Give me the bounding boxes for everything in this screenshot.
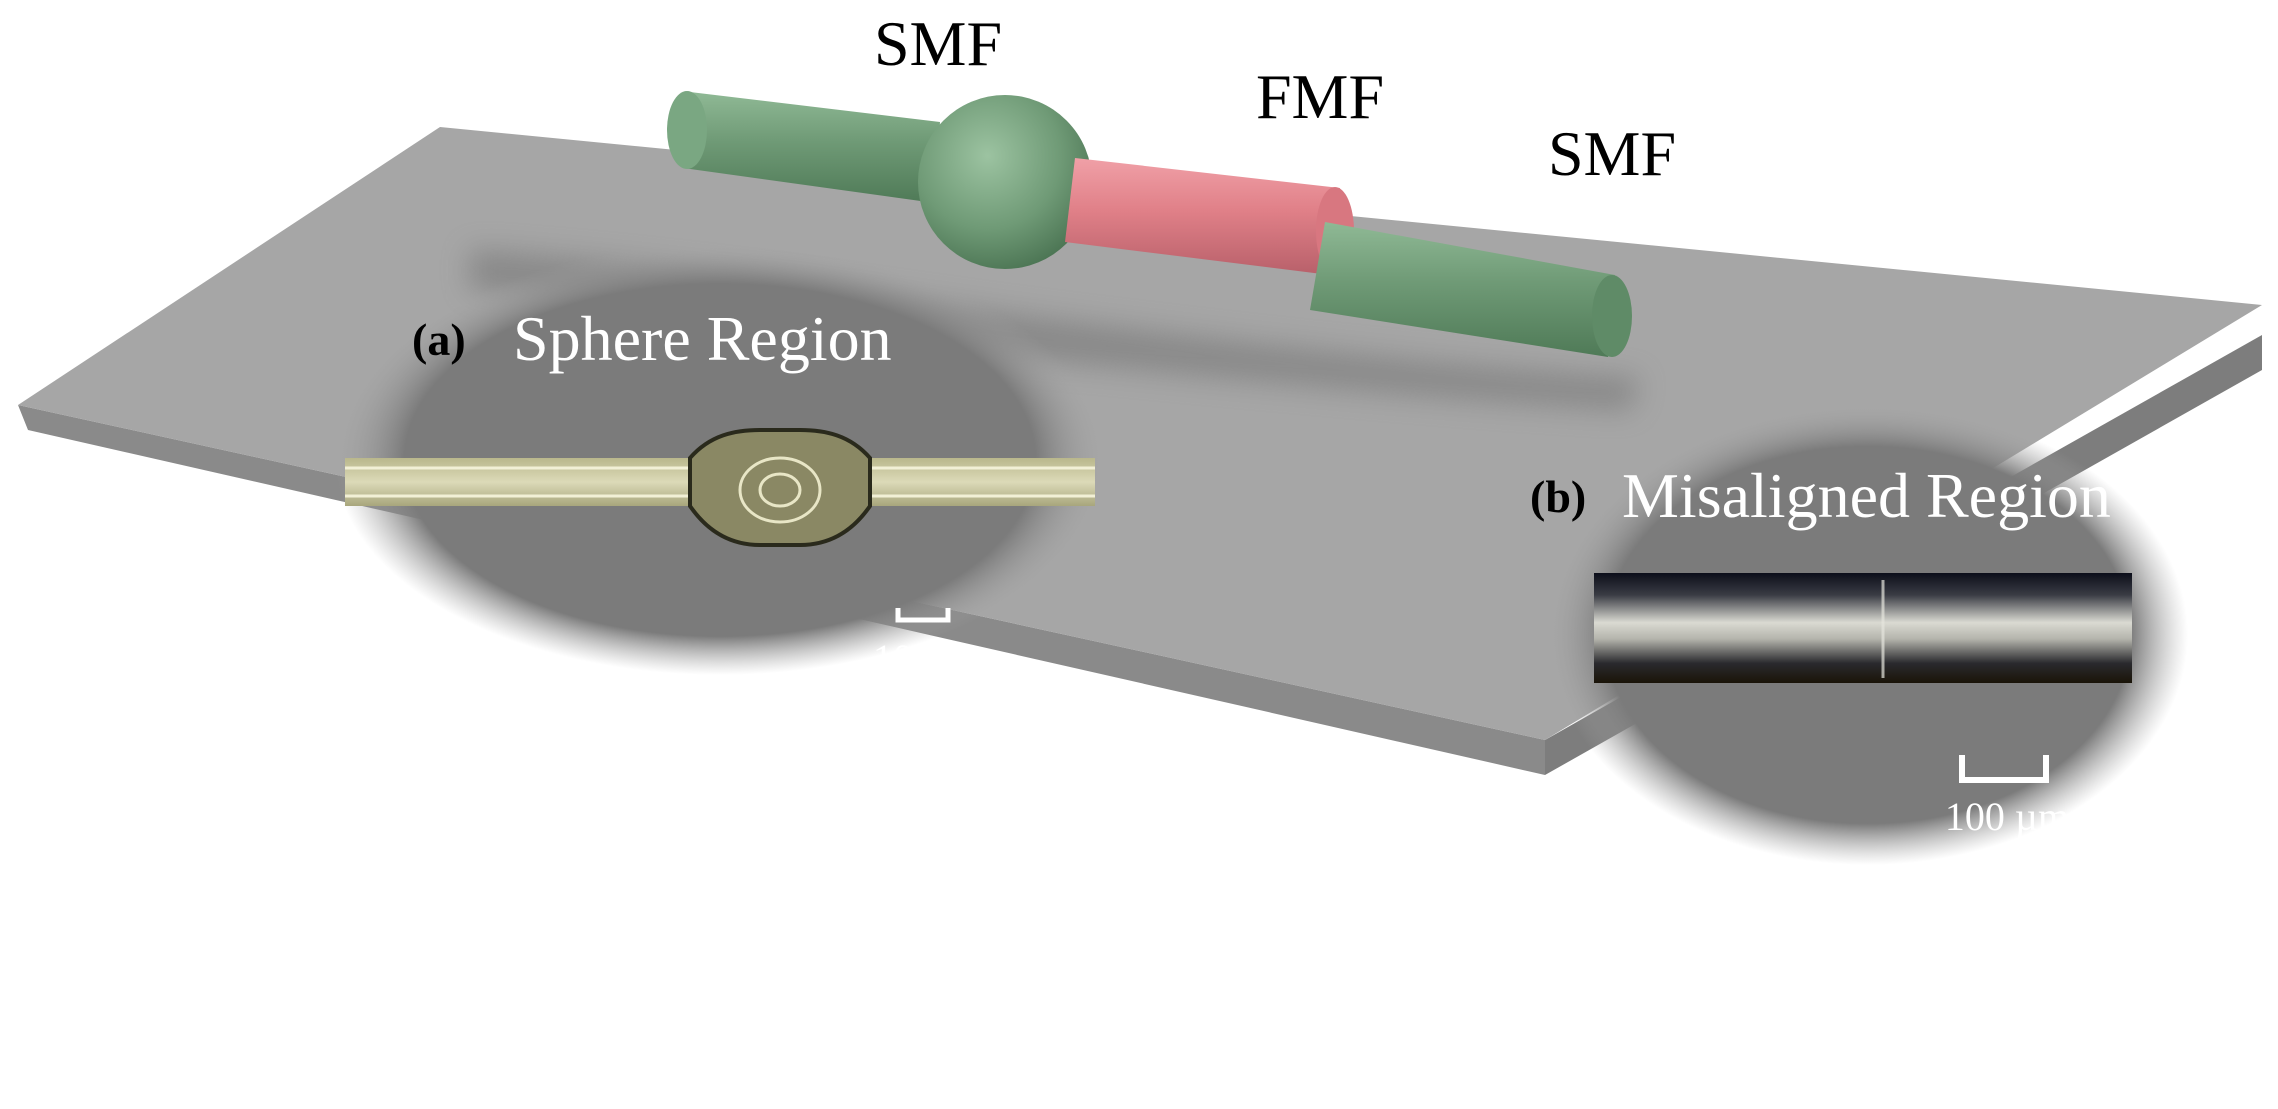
inset-a: (a) Sphere Region 100 µm — [335, 245, 1105, 681]
inset-a-micrograph — [345, 428, 1095, 547]
inset-b-title: Misaligned Region — [1622, 460, 2111, 531]
inset-b-scale-label: 100 µm — [1945, 794, 2069, 839]
fusion-sphere — [918, 95, 1092, 269]
inset-a-scale-bar — [895, 608, 951, 623]
label-smf-right: SMF — [1548, 118, 1676, 189]
smf-right-end — [1592, 275, 1632, 357]
label-smf-left: SMF — [874, 8, 1002, 79]
fmf-segment — [1065, 158, 1340, 275]
smf-left-end — [667, 91, 707, 169]
smf-left-segment — [683, 92, 940, 203]
inset-a-scale-label: 100 µm — [873, 636, 997, 681]
inset-a-tag: (a) — [412, 314, 466, 365]
inset-b-tag: (b) — [1530, 471, 1586, 522]
inset-b-micrograph — [1594, 573, 2132, 683]
inset-b-scale-bar — [1959, 755, 2049, 783]
inset-a-title: Sphere Region — [513, 303, 892, 374]
label-fmf: FMF — [1256, 61, 1384, 132]
smf-right-segment — [1310, 222, 1615, 357]
inset-b: (b) Misaligned Region 100 µm — [1530, 405, 2188, 865]
fiber-assembly — [667, 91, 1632, 357]
